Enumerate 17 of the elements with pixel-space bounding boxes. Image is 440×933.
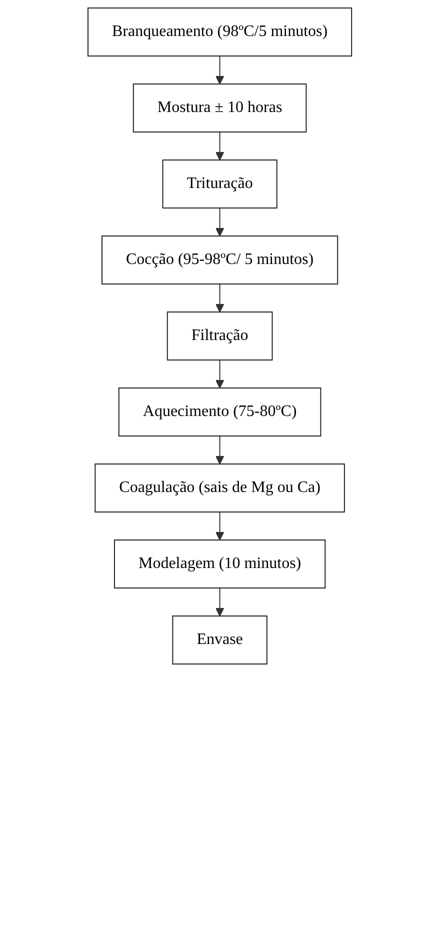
- arrow: [216, 588, 224, 616]
- arrow: [216, 208, 224, 236]
- node-box: Modelagem (10 minutos): [114, 540, 326, 588]
- node-box: Filtração: [167, 312, 273, 360]
- node-box: Branqueamento (98ºC/5 minutos): [88, 8, 352, 56]
- arrow: [216, 284, 224, 312]
- node-box: Mostura ± 10 horas: [133, 84, 307, 132]
- node-box: Cocção (95-98ºC/ 5 minutos): [102, 236, 338, 284]
- node-box: Aquecimento (75-80ºC): [118, 388, 322, 436]
- arrow: [216, 512, 224, 540]
- node-box: Trituração: [162, 160, 278, 208]
- arrow: [216, 436, 224, 464]
- node-box: Envase: [172, 616, 268, 664]
- arrow: [216, 56, 224, 84]
- arrow: [216, 360, 224, 388]
- node-box: Coagulação (sais de Mg ou Ca): [94, 464, 346, 512]
- arrow: [216, 132, 224, 160]
